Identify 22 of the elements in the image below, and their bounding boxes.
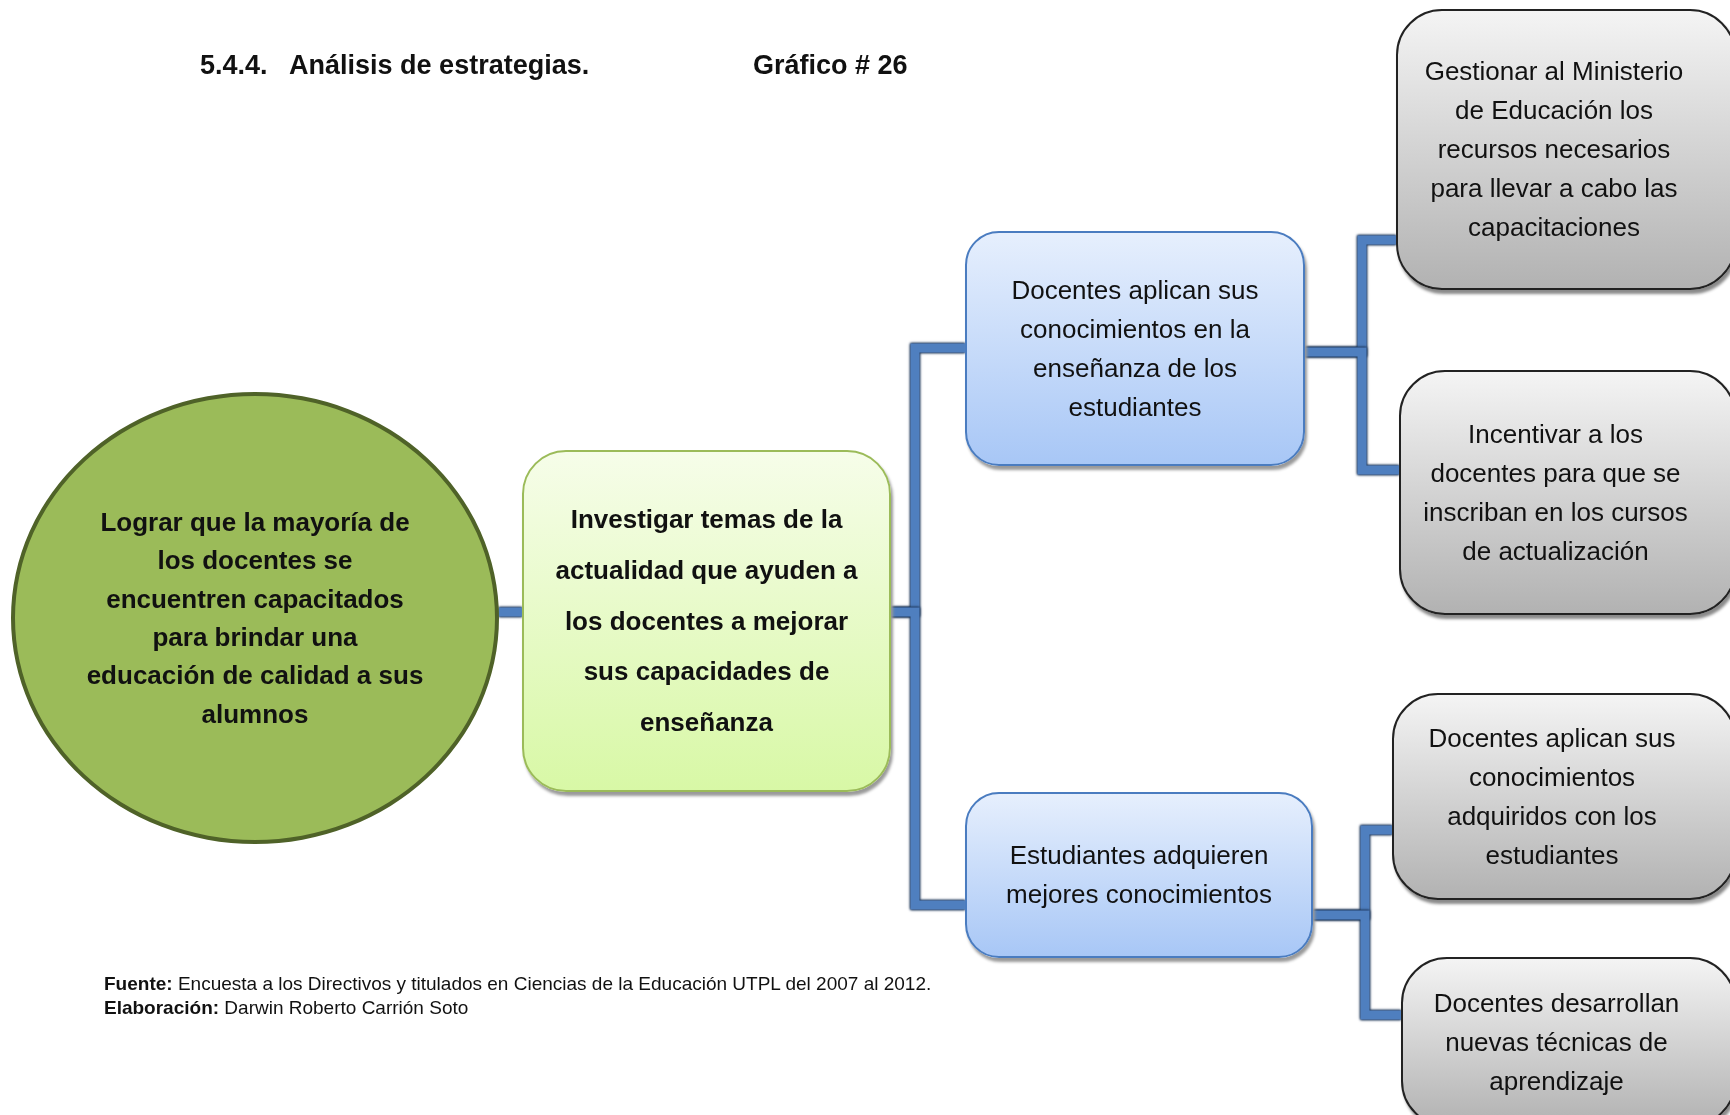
action-box — [1396, 9, 1730, 290]
node-text: Incentivar a los docentes para que se inscriban en los cursos de actualización — [1422, 417, 1689, 568]
node-text: Docentes aplican sus conocimientos en la enseñanza de los estudiantes — [1010, 273, 1260, 424]
action-box — [1401, 957, 1730, 1115]
connector — [891, 607, 965, 910]
source-note: Fuente: Encuesta a los Directivos y titulados en Ciencias de la Educación UTPL del 2007 al 2012. — [104, 973, 932, 995]
figure-number: Gráfico # 26 — [753, 50, 908, 81]
node-text: Docentes desarrollan nuevas técnicas de aprendizaje — [1432, 986, 1681, 1098]
node-text: Estudiantes adquieren mejores conocimientos — [1005, 839, 1273, 911]
strategy-box — [522, 450, 891, 792]
node-text: Docentes aplican sus conocimientos adquiridos con los estudiantes — [1427, 721, 1677, 872]
result-box — [965, 792, 1313, 958]
author-note: Elaboración: Darwin Roberto Carrión Soto — [104, 997, 469, 1019]
connector — [1313, 910, 1401, 1020]
section-heading: 5.4.4. Análisis de estrategias. — [200, 50, 590, 81]
connector — [499, 607, 522, 617]
action-box — [1399, 370, 1730, 615]
node-text: Investigar temas de la actualidad que ayuden a los docentes a mejorar sus capacidades de enseñanza — [554, 503, 859, 740]
node-text: Gestionar al Ministerio de Educación los recursos necesarios para llevar a cabo las capacitaciones — [1423, 55, 1685, 244]
action-box — [1392, 693, 1730, 900]
node-text: Lograr que la mayoría de los docentes se encuentren capacitados para brindar una educación de calidad a sus alumnos — [85, 505, 425, 731]
result-box — [965, 231, 1305, 466]
